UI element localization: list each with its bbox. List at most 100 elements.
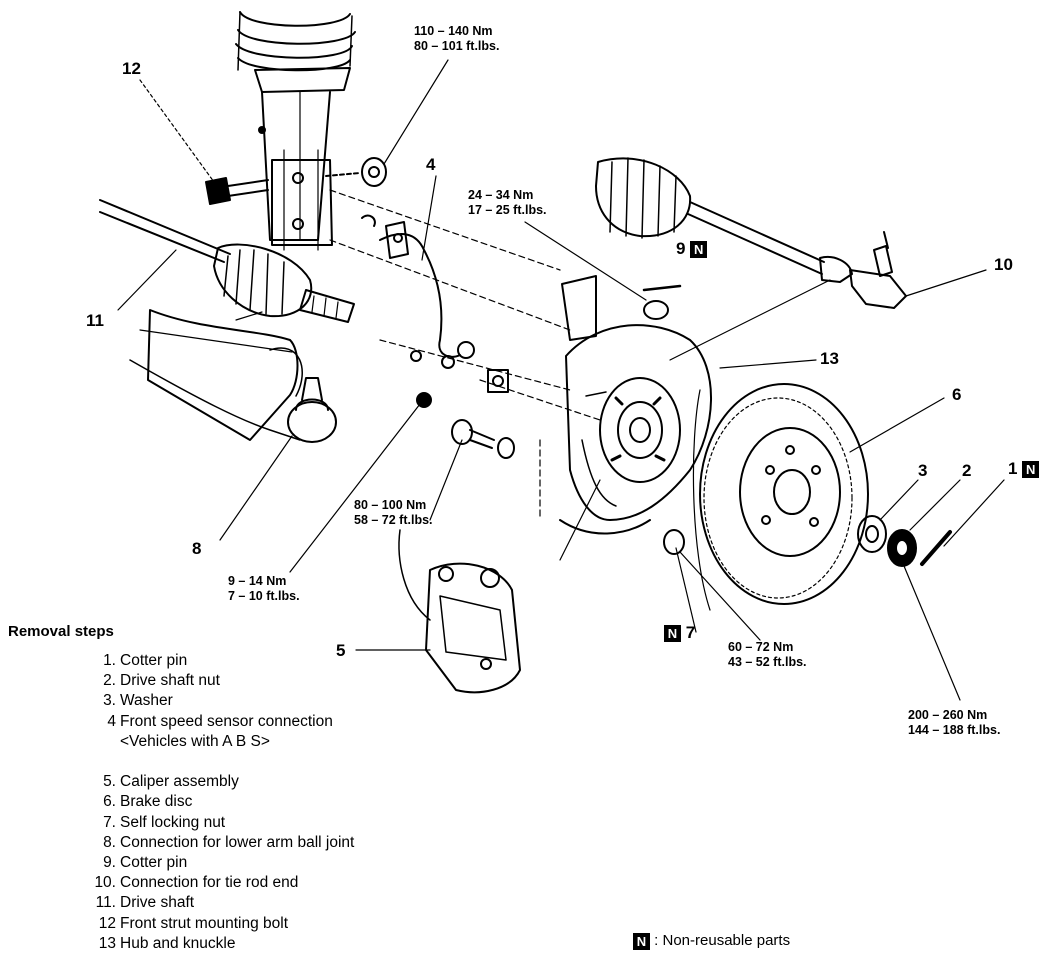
caliper-bolt (451, 419, 515, 459)
non-reusable-mark: N (1022, 461, 1040, 479)
removal-step: 9.Cotter pin (82, 853, 354, 873)
cotter-pin-9 (642, 284, 682, 292)
non-reusable-mark: N (633, 932, 650, 950)
ball-joint (287, 377, 337, 443)
step-text: Washer (120, 692, 173, 710)
removal-step (82, 752, 354, 772)
torque-tie-rod-nut: 24 – 34 Nm 17 – 25 ft.lbs. (468, 188, 547, 218)
non-reusable-mark: N (690, 241, 708, 259)
callout-8: 8 (192, 539, 202, 558)
torque-nm: 200 – 260 Nm (908, 708, 988, 722)
callout-3: 3 (918, 461, 928, 480)
step-number: 8. (103, 833, 116, 851)
torque-nm: 9 – 14 Nm (228, 574, 287, 588)
removal-steps-title: Removal steps (8, 623, 114, 640)
step-text: <Vehicles with A B S> (120, 732, 270, 750)
legend: N : Non-reusable parts (633, 932, 790, 950)
step-number: 11. (95, 894, 116, 912)
step-number: 2. (103, 672, 116, 690)
torque-sensor-bolt: 9 – 14 Nm 7 – 10 ft.lbs. (228, 574, 300, 604)
step-number: 1. (103, 652, 116, 669)
step-number: 13 (98, 934, 116, 952)
callout-10: 10 (994, 255, 1013, 274)
step-text: Drive shaft nut (120, 672, 220, 690)
strut (254, 67, 351, 251)
removal-step: 5.Caliper assembly (82, 772, 354, 792)
callout-13: 13 (820, 349, 839, 368)
non-reusable-mark: N (664, 625, 681, 643)
torque-nm: 24 – 34 Nm (468, 188, 534, 202)
caliper (398, 529, 521, 694)
leader-lines (117, 59, 1005, 701)
cotter-pin-1 (920, 530, 952, 566)
removal-step: 1.Cotter pin (82, 651, 354, 671)
removal-step: 10.Connection for tie rod end (82, 873, 354, 893)
torque-ftlbs: 43 – 52 ft.lbs. (728, 655, 807, 669)
step-number: 9. (103, 854, 116, 872)
step-number: 10. (94, 874, 116, 892)
removal-step: 3.Washer (82, 691, 354, 711)
torque-strut-nut: 110 – 140 Nm 80 – 101 ft.lbs. (414, 24, 499, 54)
callout-9: 9 (676, 239, 686, 258)
torque-drive-shaft-nut: 200 – 260 Nm 144 – 188 ft.lbs. (908, 708, 1000, 738)
torque-ftlbs: 58 – 72 ft.lbs. (354, 513, 433, 527)
strut-mounting-bolt (205, 177, 269, 205)
callout-4: 4 (426, 155, 436, 174)
step-text: Hub and knuckle (120, 934, 236, 952)
legend-text: : Non-reusable parts (654, 932, 791, 949)
callout-2: 2 (962, 461, 972, 480)
callout-7-group: N 7 (664, 623, 696, 643)
callout-5: 5 (336, 641, 346, 660)
torque-ftlbs: 7 – 10 ft.lbs. (228, 589, 300, 603)
brake-disc (692, 383, 869, 611)
removal-step: 7.Self locking nut (82, 813, 354, 833)
callout-7: 7 (685, 623, 696, 642)
alignment-lines (329, 189, 601, 521)
callout-6: 6 (952, 385, 962, 404)
tie-rod-nut (643, 300, 669, 320)
removal-step: 8.Connection for lower arm ball joint (82, 833, 354, 853)
washer (857, 515, 887, 553)
torque-ftlbs: 80 – 101 ft.lbs. (414, 39, 500, 53)
torque-ftlbs: 144 – 188 ft.lbs. (908, 723, 1001, 737)
step-number: 7. (103, 813, 116, 831)
step-text: Front strut mounting bolt (120, 914, 288, 932)
torque-nm: 60 – 72 Nm (728, 640, 794, 654)
step-text: Drive shaft (120, 894, 195, 912)
torque-caliper-bolt: 80 – 100 Nm 58 – 72 ft.lbs. (354, 498, 433, 528)
step-text: Cotter pin (120, 854, 188, 872)
torque-ftlbs: 17 – 25 ft.lbs. (468, 203, 547, 217)
removal-step: 2.Drive shaft nut (82, 671, 354, 691)
torque-nm: 110 – 140 Nm (414, 24, 493, 38)
step-text: Cotter pin (120, 652, 188, 669)
step-number: 6. (103, 793, 116, 811)
step-text: Caliper assembly (120, 773, 239, 791)
step-number: 4 (107, 712, 116, 730)
self-locking-nut (663, 529, 685, 555)
step-text: Front speed sensor connection (120, 712, 333, 730)
callout-9-group: 9 N (676, 239, 708, 259)
step-text: Connection for lower arm ball joint (120, 833, 355, 851)
step-number: 12 (98, 914, 116, 932)
drive-shaft (99, 199, 355, 323)
step-text: Self locking nut (120, 813, 226, 831)
step-number: 3. (103, 692, 116, 710)
lower-arm (129, 309, 303, 441)
strut-nut (325, 157, 387, 187)
torque-nm: 80 – 100 Nm (354, 498, 427, 512)
speed-sensor (361, 214, 509, 408)
hub-knuckle (559, 275, 712, 535)
callout-1-group: 1 N (1008, 459, 1040, 479)
drive-shaft-nut (887, 529, 917, 567)
callout-12: 12 (122, 59, 141, 78)
removal-step: 11.Drive shaft (82, 893, 354, 913)
removal-step: <Vehicles with A B S> (82, 732, 354, 752)
torque-ball-joint-nut: 60 – 72 Nm 43 – 52 ft.lbs. (728, 640, 807, 670)
callout-1: 1 (1008, 459, 1018, 478)
step-text: Brake disc (120, 793, 193, 811)
